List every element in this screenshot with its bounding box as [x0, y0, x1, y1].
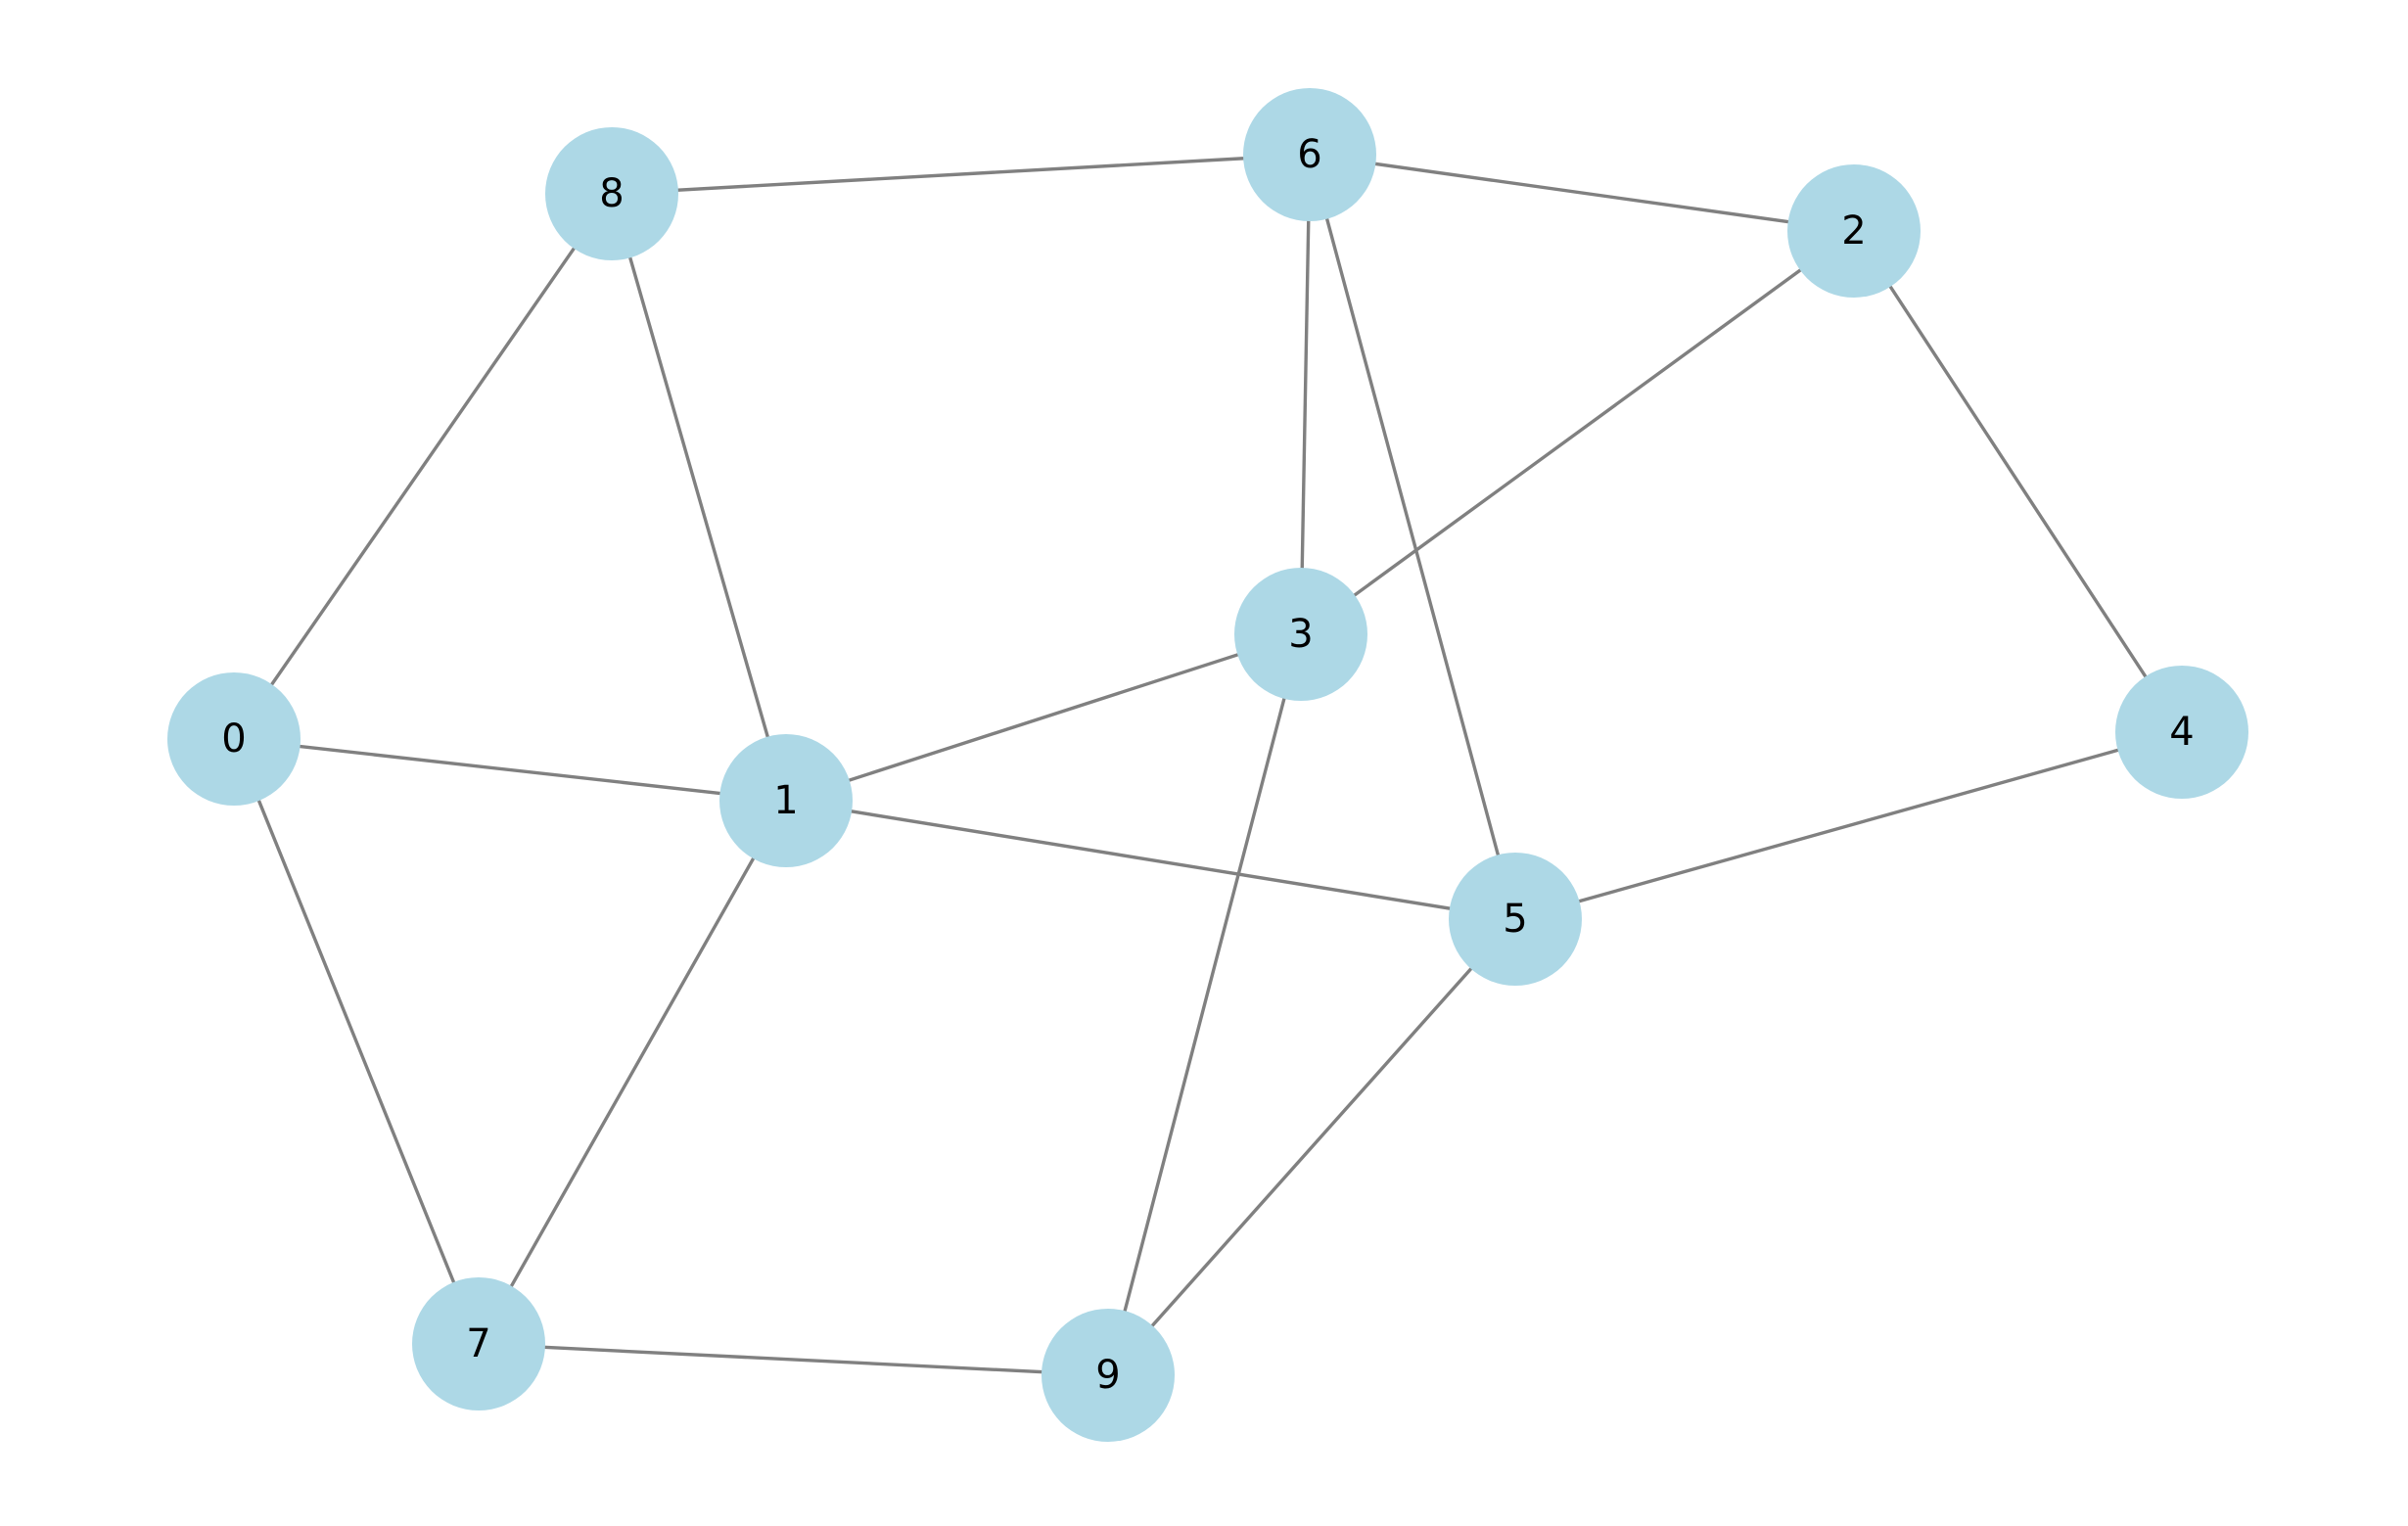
node-label-7: 7: [466, 1321, 490, 1366]
edge-6-2: [1308, 153, 1856, 233]
node-circle-5: [1449, 853, 1582, 986]
edge-0-1: [232, 737, 788, 803]
node-circle-4: [2115, 666, 2248, 799]
node-circle-0: [167, 672, 301, 806]
edge-8-0: [232, 192, 614, 741]
edge-0-7: [232, 737, 481, 1346]
node-8: 8: [545, 127, 678, 260]
node-label-0: 0: [221, 717, 246, 762]
node-circle-1: [719, 734, 853, 867]
edge-6-3: [1299, 153, 1312, 636]
nodes-layer: 0 1 2 3 4 5 6 7 8 9: [167, 88, 2248, 1442]
node-label-6: 6: [1297, 132, 1321, 177]
node-label-9: 9: [1095, 1353, 1120, 1398]
node-label-5: 5: [1503, 897, 1527, 942]
node-circle-9: [1042, 1309, 1175, 1442]
edge-8-1: [610, 192, 788, 803]
edge-6-5: [1308, 153, 1517, 921]
edges-layer: [232, 153, 2184, 1377]
node-1: 1: [719, 734, 853, 867]
node-5: 5: [1449, 853, 1582, 986]
node-label-3: 3: [1288, 612, 1313, 657]
node-label-2: 2: [1841, 208, 1866, 254]
node-circle-3: [1234, 568, 1367, 701]
node-0: 0: [167, 672, 301, 806]
node-3: 3: [1234, 568, 1367, 701]
edge-8-6: [610, 153, 1312, 196]
edge-1-5: [784, 799, 1517, 921]
node-label-8: 8: [599, 171, 624, 216]
node-label-1: 1: [773, 778, 798, 823]
node-2: 2: [1787, 164, 1921, 298]
edge-4-5: [1513, 730, 2184, 921]
node-circle-8: [545, 127, 678, 260]
node-circle-2: [1787, 164, 1921, 298]
edge-1-3: [784, 632, 1303, 803]
node-7: 7: [412, 1277, 545, 1410]
edge-2-3: [1299, 229, 1856, 636]
node-9: 9: [1042, 1309, 1175, 1442]
node-label-4: 4: [2169, 710, 2194, 755]
node-6: 6: [1243, 88, 1376, 221]
edge-7-9: [477, 1342, 1110, 1377]
edge-1-7: [477, 799, 788, 1346]
edge-2-4: [1852, 229, 2184, 734]
edge-3-9: [1106, 632, 1303, 1377]
node-circle-6: [1243, 88, 1376, 221]
node-4: 4: [2115, 666, 2248, 799]
edge-5-9: [1106, 917, 1517, 1377]
node-circle-7: [412, 1277, 545, 1410]
